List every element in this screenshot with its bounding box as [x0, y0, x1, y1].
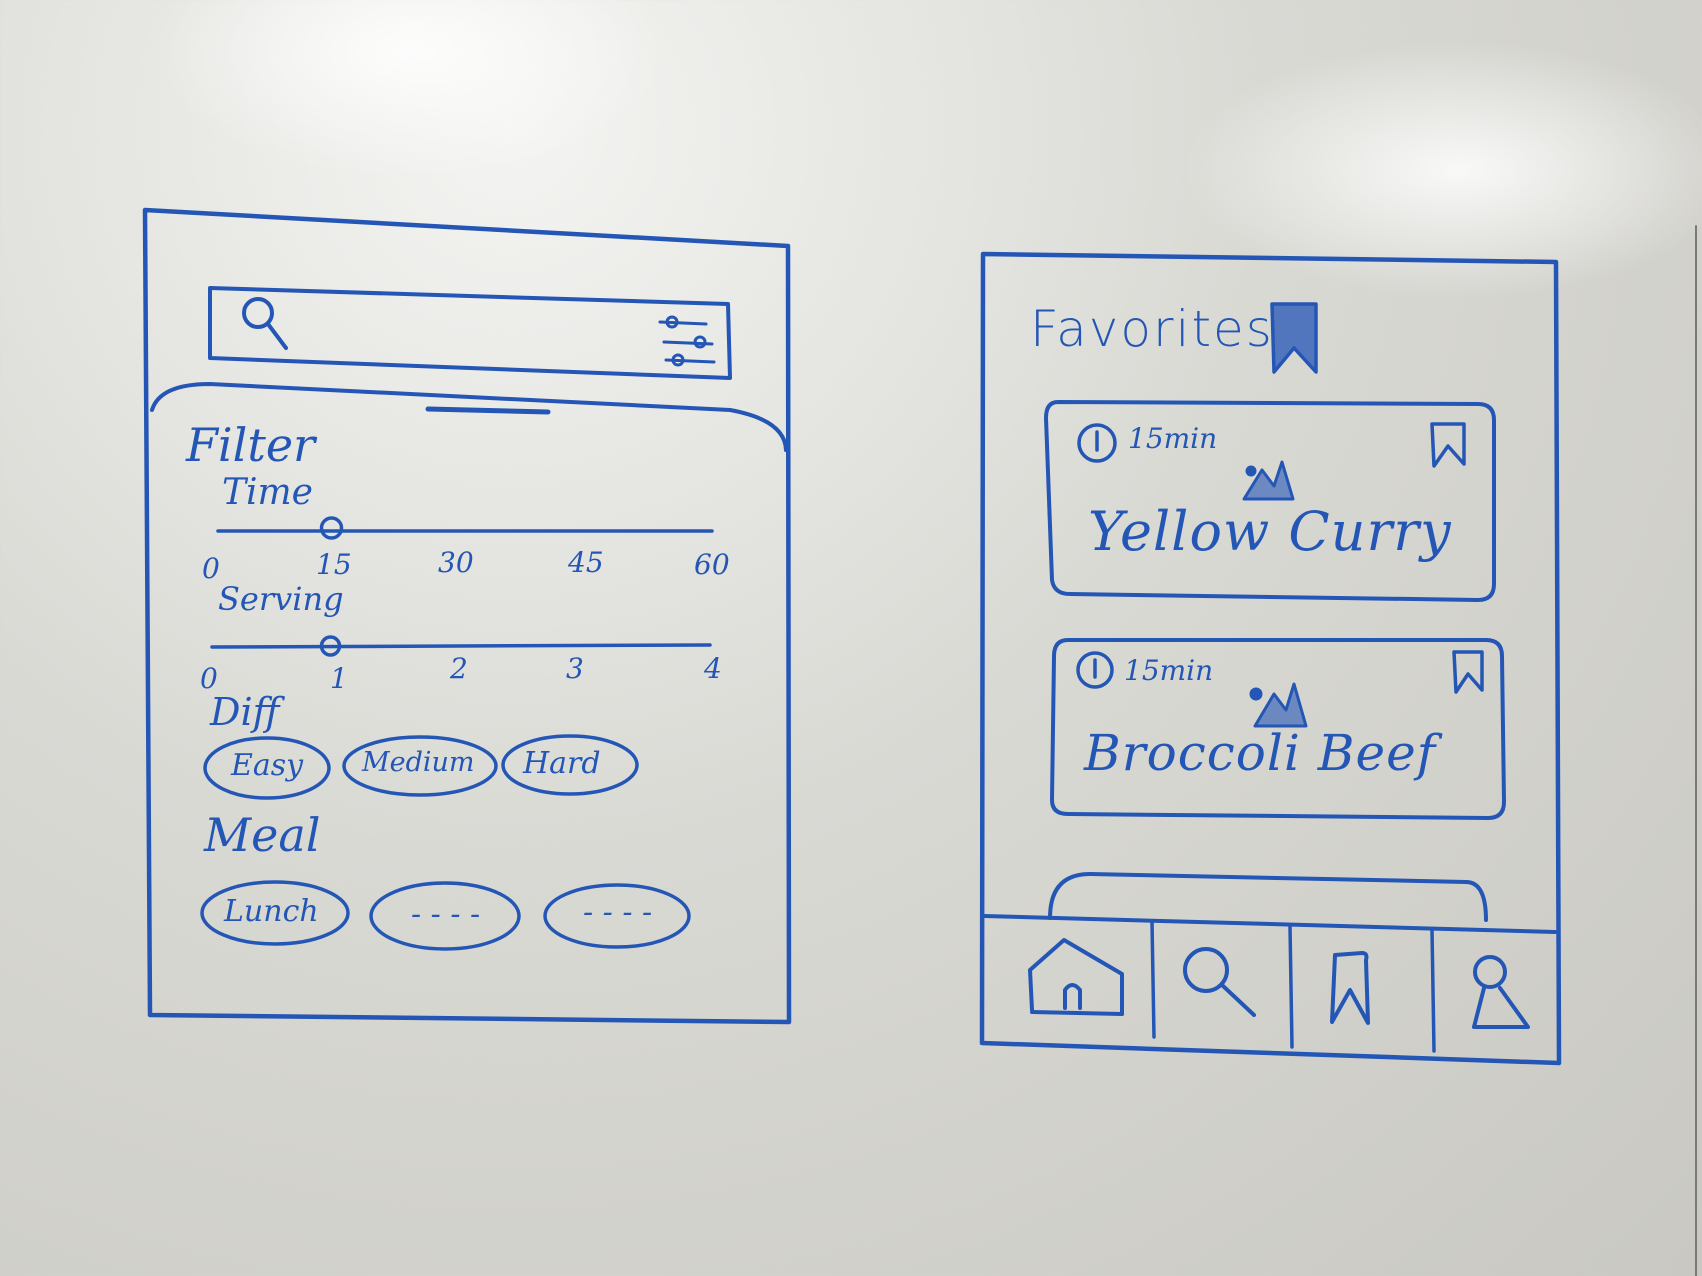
time-slider-thumb[interactable] [319, 516, 344, 540]
meal-label: Meal [204, 808, 321, 862]
tab-favorites[interactable] [1294, 928, 1430, 1044]
bookmark-icon[interactable] [1330, 951, 1370, 1025]
tab-profile[interactable] [1436, 932, 1554, 1050]
favorite-card-partial-outline [1048, 872, 1488, 922]
chip-easy[interactable]: Easy [205, 738, 329, 798]
image-placeholder-icon [1249, 682, 1308, 728]
clock-icon [1077, 423, 1117, 463]
favorite-card-outline [1050, 638, 1506, 820]
chip-meal-3[interactable]: - - - - [545, 885, 689, 947]
image-placeholder-icon [1242, 460, 1295, 501]
favorite-card-yellow-curry[interactable]: 15min Yellow Curry [1048, 404, 1494, 596]
serving-tick: 4 [704, 652, 722, 685]
time-tick: 30 [438, 546, 474, 579]
tab-divider [1288, 924, 1294, 1049]
tab-home[interactable] [986, 922, 1150, 1032]
time-label: Time [222, 472, 313, 513]
chip-label: Medium [362, 747, 475, 778]
chip-medium[interactable]: Medium [344, 737, 496, 795]
card-bookmark-icon[interactable] [1452, 650, 1484, 694]
home-icon[interactable] [1028, 938, 1124, 1016]
chip-easy-outline [203, 736, 331, 800]
chip-meal-2-outline [369, 881, 521, 951]
tab-divider [1150, 920, 1156, 1039]
serving-tick: 0 [200, 662, 218, 695]
serving-slider-track[interactable] [210, 643, 712, 649]
serving-slider-thumb[interactable] [319, 635, 342, 657]
search-bar-outline [208, 286, 732, 380]
filter-phone-frame [142, 207, 792, 1025]
chip-label: Lunch [224, 894, 319, 929]
filter-title: Filter [186, 418, 316, 472]
filter-sliders-icon[interactable] [658, 315, 716, 367]
favorites-title: Favorites [1030, 300, 1274, 358]
chip-medium-outline [342, 735, 498, 797]
card-time: 15min [1128, 422, 1218, 455]
serving-label: Serving [218, 580, 344, 618]
card-bookmark-icon[interactable] [1430, 422, 1466, 468]
search-bar-magnifier-icon [242, 297, 288, 350]
tab-divider [1430, 928, 1436, 1053]
time-tick: 0 [202, 552, 220, 585]
chip-label: Easy [231, 748, 304, 783]
filter-bottom-sheet [150, 382, 788, 452]
time-tick: 15 [316, 548, 352, 581]
bottom-tab-bar-outline [982, 914, 1557, 934]
card-time: 15min [1124, 654, 1214, 687]
search-icon[interactable] [1183, 947, 1256, 1017]
serving-tick: 3 [566, 652, 584, 685]
favorite-card-broccoli-beef[interactable]: 15min Broccoli Beef [1054, 640, 1504, 818]
profile-icon[interactable] [1472, 955, 1530, 1029]
serving-tick: 1 [330, 662, 348, 695]
chip-label: - - - - [583, 895, 653, 930]
card-recipe-name: Broccoli Beef [1084, 724, 1437, 782]
chip-label: Hard [523, 746, 601, 781]
chip-meal-2[interactable]: - - - - [371, 883, 519, 949]
chip-meal-3-outline [543, 883, 691, 949]
favorites-title-bookmark-icon [1270, 302, 1318, 374]
chip-lunch[interactable]: Lunch [202, 882, 348, 944]
time-tick: 60 [694, 548, 730, 581]
difficulty-label: Diff [210, 690, 280, 734]
clock-icon [1076, 651, 1114, 689]
serving-tick: 2 [450, 652, 468, 685]
chip-label: - - - - [411, 897, 481, 932]
card-recipe-name: Yellow Curry [1088, 500, 1452, 563]
favorite-card-outline [1044, 400, 1496, 602]
time-tick: 45 [568, 546, 604, 579]
chip-lunch-outline [200, 880, 350, 946]
chip-hard[interactable]: Hard [503, 736, 637, 794]
favorites-phone-frame [979, 251, 1562, 1066]
sheet-drag-handle[interactable] [425, 406, 551, 415]
tab-search[interactable] [1156, 924, 1288, 1038]
chip-hard-outline [501, 734, 639, 796]
